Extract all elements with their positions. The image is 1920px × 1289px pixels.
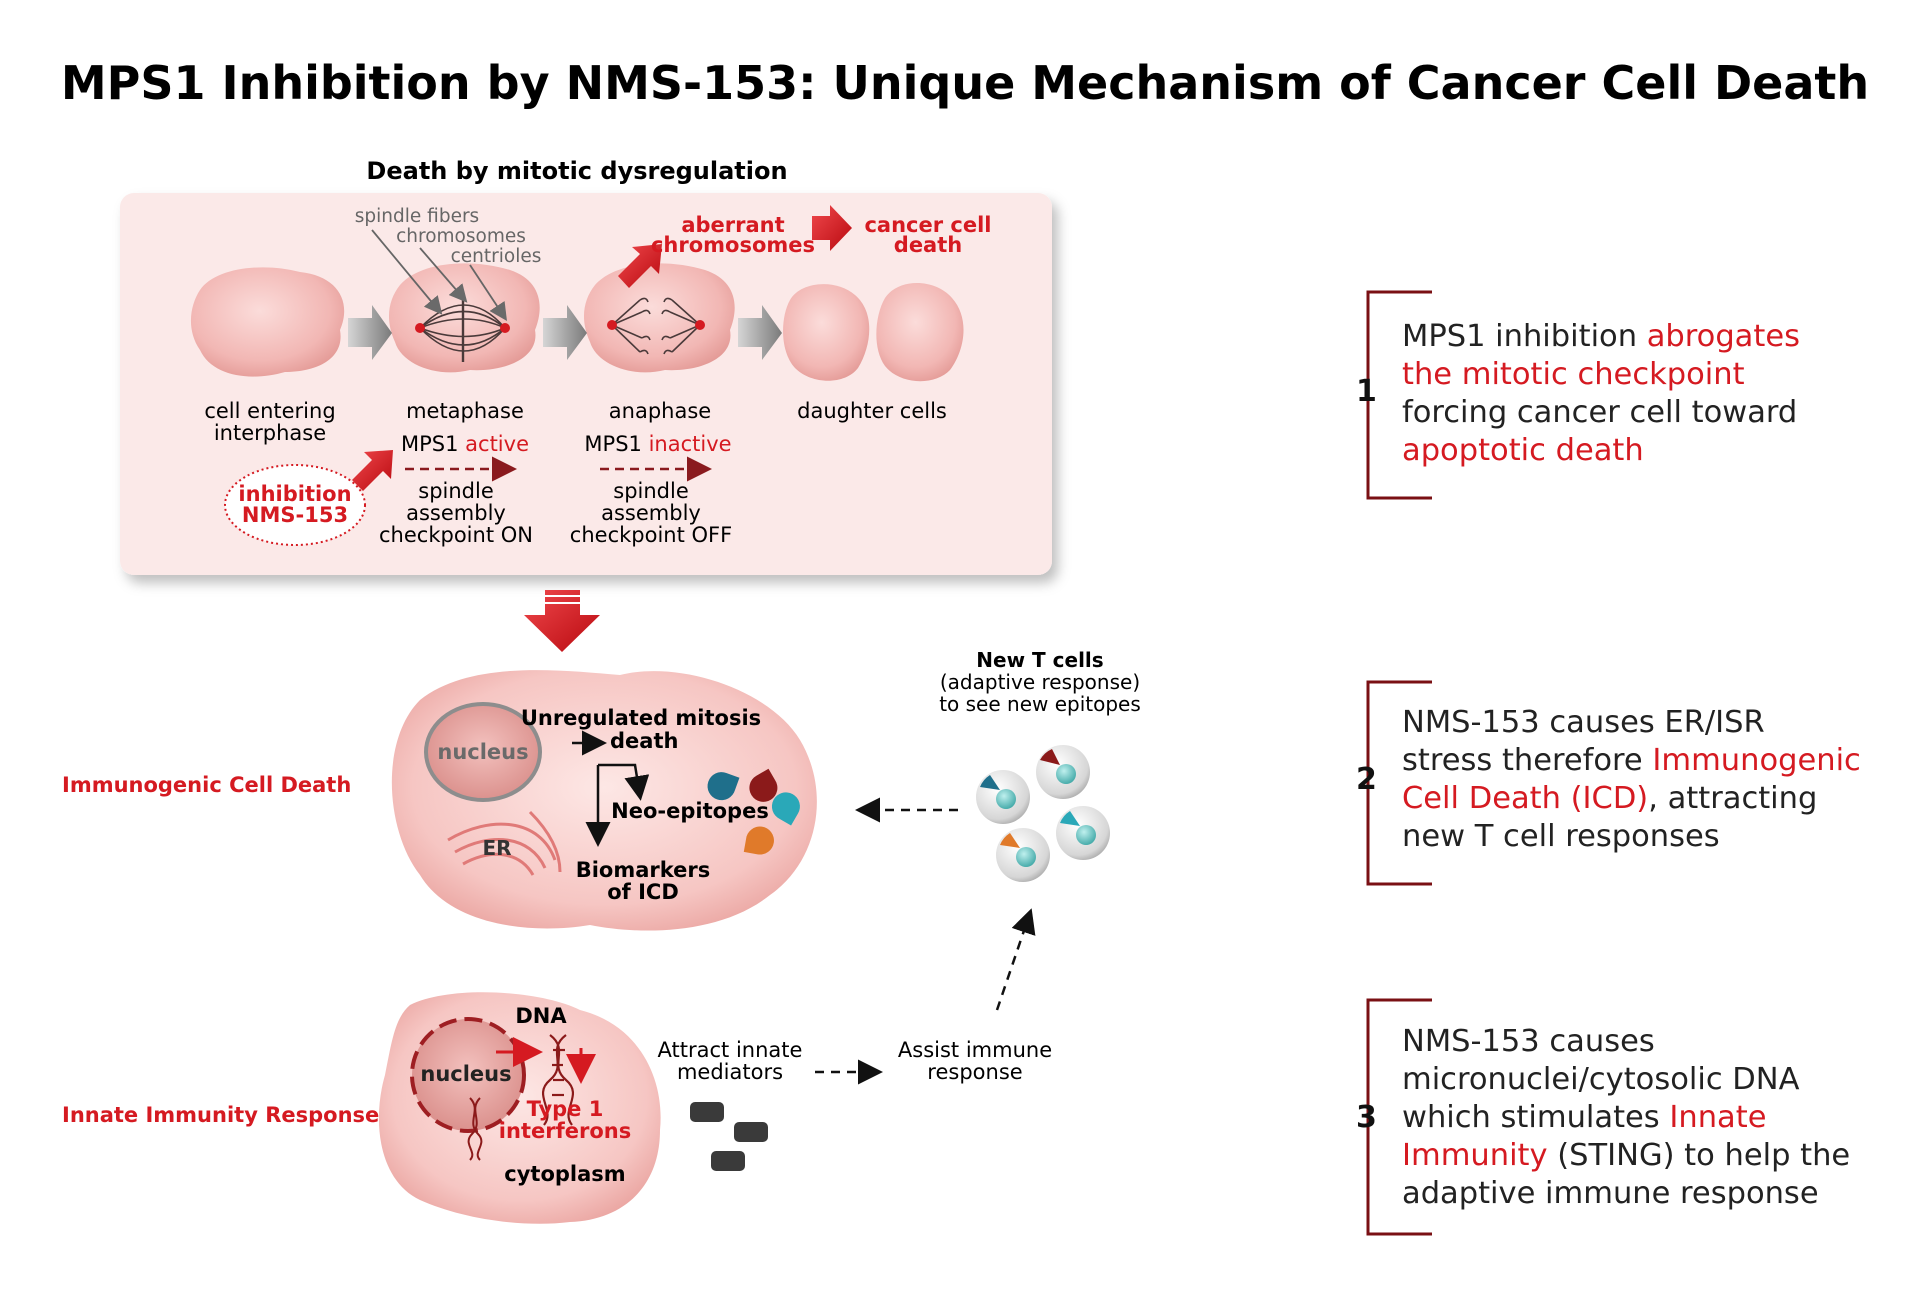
centriole-right-icon bbox=[500, 323, 510, 333]
down-arrow-icon bbox=[524, 590, 600, 652]
row-label-icd: Immunogenic Cell Death bbox=[62, 773, 351, 797]
attract-label-1: Attract innate bbox=[658, 1038, 803, 1062]
inhibition-arrow-icon bbox=[352, 450, 393, 491]
assist-label-1: Assist immune bbox=[898, 1038, 1052, 1062]
unregulated-death-label: death bbox=[610, 729, 678, 753]
panel-header: Death by mitotic dysregulation bbox=[366, 157, 787, 185]
mps1-active-status: MPS1 active bbox=[401, 432, 529, 456]
note-number-1: 1 bbox=[1356, 374, 1377, 409]
note-text-run: Innate bbox=[1669, 1100, 1767, 1135]
checkpoint-off-2: assembly bbox=[601, 501, 701, 525]
biomarkers-label-1: Biomarkers bbox=[576, 858, 711, 882]
note-text-run: MPS1 inhibition bbox=[1402, 319, 1647, 354]
aberrant-arrow-icon bbox=[618, 244, 662, 288]
interphase-cell bbox=[190, 267, 345, 377]
page-title: MPS1 Inhibition by NMS-153: Unique Mecha… bbox=[61, 56, 1869, 110]
aberrant-label-2: chromosomes bbox=[651, 233, 815, 257]
stage-daughter: daughter cells bbox=[797, 399, 947, 423]
inhibition-badge bbox=[224, 464, 366, 546]
unregulated-label: Unregulated mitosis bbox=[521, 706, 761, 730]
stage-arrow-2-icon bbox=[543, 305, 587, 360]
interferons-label-2: interferons bbox=[499, 1119, 631, 1143]
note-number-2: 2 bbox=[1356, 762, 1377, 797]
checkpoint-on-2: assembly bbox=[406, 501, 506, 525]
mediator-icons bbox=[690, 1102, 768, 1171]
epitope-icons bbox=[707, 768, 800, 855]
inhibition-label-1: inhibition bbox=[238, 482, 351, 506]
callout-spindle-fibers: spindle fibers bbox=[355, 206, 479, 227]
note-text-run: apoptotic death bbox=[1402, 433, 1644, 468]
aberrant-label-1: aberrant bbox=[681, 213, 784, 237]
interferons-label-1: Type 1 bbox=[527, 1097, 604, 1121]
note-text-run: NMS-153 causes bbox=[1402, 1024, 1655, 1059]
checkpoint-off-1: spindle bbox=[613, 479, 689, 503]
note-brackets bbox=[1366, 290, 1432, 1236]
callout-centrioles: centrioles bbox=[451, 246, 542, 267]
checkpoint-on-3: checkpoint ON bbox=[379, 523, 533, 547]
tcells-label-1: New T cells bbox=[976, 648, 1103, 672]
note-text-run: new T cell responses bbox=[1402, 819, 1720, 854]
cytoplasm-label: cytoplasm bbox=[504, 1162, 625, 1186]
mps1-inactive-status: MPS1 inactive bbox=[584, 432, 731, 456]
note-number-3: 3 bbox=[1356, 1100, 1377, 1135]
dna-label: DNA bbox=[515, 1004, 567, 1028]
assist-label-2: response bbox=[927, 1060, 1022, 1084]
er-icon bbox=[447, 810, 562, 876]
note-text-run: , attracting bbox=[1648, 781, 1818, 816]
note-text-run: NMS-153 causes ER/ISR bbox=[1402, 705, 1765, 740]
row-label-innate: Innate Immunity Response bbox=[62, 1103, 379, 1127]
icd-nucleus-label: nucleus bbox=[437, 740, 528, 764]
inhibition-label-2: NMS-153 bbox=[242, 503, 348, 527]
stage-interphase-1: cell entering bbox=[204, 399, 335, 423]
tcells-label-2: (adaptive response) bbox=[940, 670, 1140, 694]
stage-anaphase: anaphase bbox=[609, 399, 711, 423]
tcells-label-3: to see new epitopes bbox=[939, 692, 1141, 716]
centriole-left-icon bbox=[415, 323, 425, 333]
cancer-death-label-1: cancer cell bbox=[864, 213, 991, 237]
note-text-run: stress therefore bbox=[1402, 743, 1653, 778]
t-cell-icons bbox=[976, 745, 1110, 882]
epitope-arrow-icon bbox=[598, 763, 650, 801]
er-label: ER bbox=[482, 836, 511, 860]
cancer-death-label-2: death bbox=[894, 233, 962, 257]
innate-nucleus bbox=[410, 1017, 526, 1133]
death-arrow-icon bbox=[812, 205, 852, 251]
micro-dna-icon bbox=[467, 1097, 483, 1161]
note-text-run: Immunity bbox=[1402, 1138, 1548, 1173]
note-text-run: which stimulates bbox=[1402, 1100, 1670, 1135]
note-text-run: Cell Death (ICD) bbox=[1402, 781, 1649, 816]
anaphase-cell bbox=[583, 263, 735, 373]
icd-nucleus bbox=[424, 702, 542, 802]
daughter-cells bbox=[783, 283, 964, 382]
note-text-run: adaptive immune response bbox=[1402, 1176, 1819, 1211]
note-text-run: forcing cancer cell toward bbox=[1402, 395, 1798, 430]
neo-epitopes-label: Neo-epitopes bbox=[611, 799, 769, 823]
callout-lines bbox=[371, 229, 507, 322]
note-text-run: abrogates bbox=[1646, 319, 1800, 354]
checkpoint-on-1: spindle bbox=[418, 479, 494, 503]
checkpoint-off-3: checkpoint OFF bbox=[570, 523, 732, 547]
note-text-run: Immunogenic bbox=[1652, 743, 1861, 778]
note-text-run: the mitotic checkpoint bbox=[1402, 357, 1745, 392]
attract-label-2: mediators bbox=[677, 1060, 783, 1084]
assist-to-tcell-arrow-icon bbox=[995, 908, 1036, 1011]
biomarkers-label-2: of ICD bbox=[607, 880, 679, 904]
callout-chromosomes: chromosomes bbox=[396, 226, 526, 247]
stage-arrow-3-icon bbox=[738, 305, 782, 360]
note-text-run: (STING) to help the bbox=[1547, 1138, 1851, 1173]
stage-arrow-1-icon bbox=[348, 305, 392, 360]
stage-interphase-2: interphase bbox=[214, 421, 326, 445]
metaphase-cell bbox=[388, 263, 540, 373]
innate-nucleus-label: nucleus bbox=[420, 1062, 511, 1086]
stage-metaphase: metaphase bbox=[406, 399, 524, 423]
note-text-run: micronuclei/cytosolic DNA bbox=[1402, 1062, 1800, 1097]
